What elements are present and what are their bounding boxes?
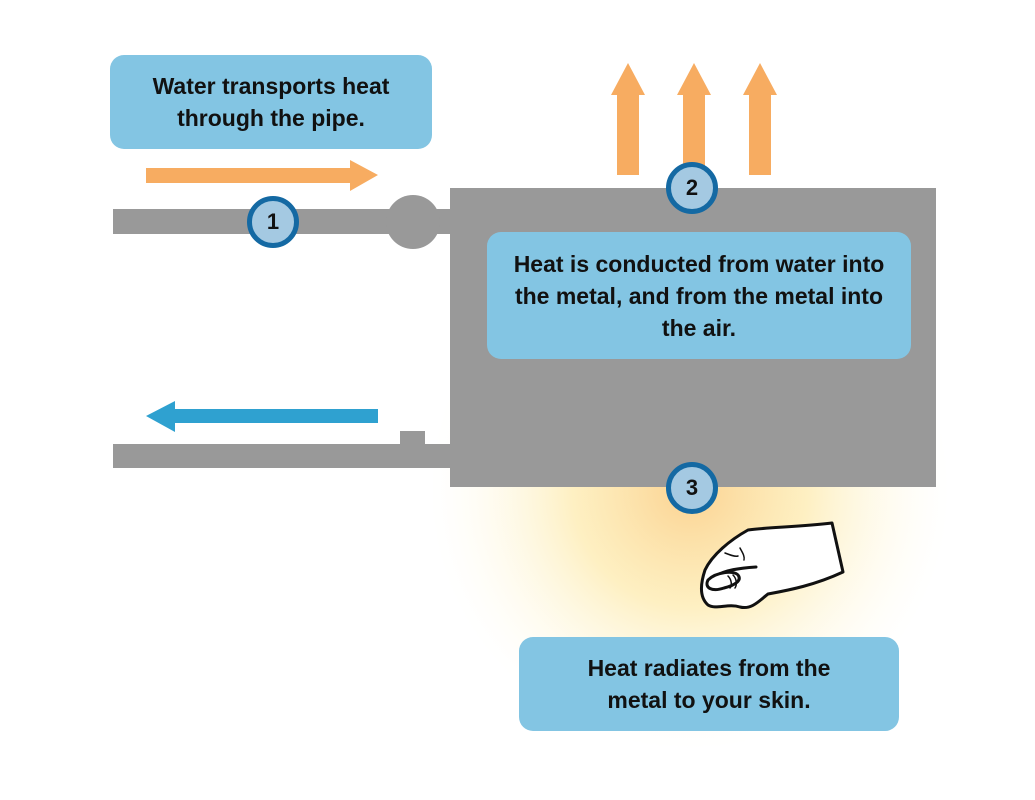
step-badge-1: 1 (247, 196, 299, 248)
hot-water-arrow (146, 160, 378, 191)
heat-up-arrow-2 (677, 63, 711, 175)
conduction-callout: Heat is conducted from water into the me… (487, 232, 911, 359)
radiation-callout: Heat radiates from the metal to your ski… (519, 637, 899, 731)
return-pipe (113, 444, 453, 468)
return-pipe-nub (400, 431, 425, 445)
heat-up-arrow-3 (743, 63, 777, 175)
hand-icon (700, 521, 845, 610)
heat-up-arrow-1 (611, 63, 645, 175)
valve (386, 195, 440, 249)
step-badge-3: 3 (666, 462, 718, 514)
cold-water-arrow (146, 401, 378, 432)
step-badge-2: 2 (666, 162, 718, 214)
water-transport-callout: Water transports heat through the pipe. (110, 55, 432, 149)
